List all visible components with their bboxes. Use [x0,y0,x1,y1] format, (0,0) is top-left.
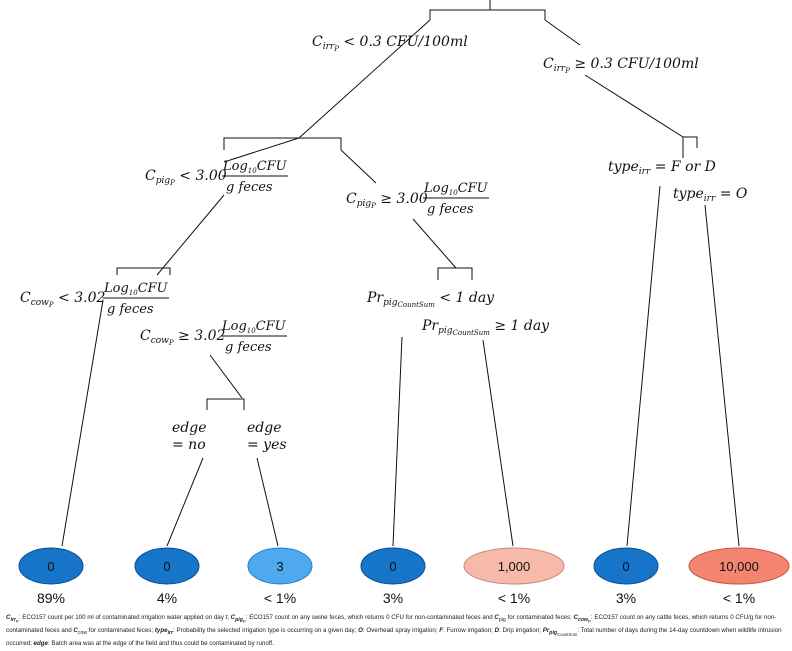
edge-edge-no-to-leaf [166,457,204,547]
edge-pr-ge-to-leaf [482,339,514,547]
svg-text:3: 3 [276,559,283,574]
edge-root-to-right [544,19,581,46]
leaf-node: 3 < 1% [247,547,313,606]
split-irr-lt: CirrP < 0.3 CFU/100ml [312,34,468,53]
split-type-o: typeirr = O [673,186,748,204]
split-cow-lt: CcowP < 3.02 Log10CFU g feces [20,281,169,317]
split-edge-no: edge = no [172,420,207,453]
edge-pr-lt-to-leaf [392,336,403,547]
svg-text:0: 0 [389,559,396,574]
decision-tree: CirrP < 0.3 CFU/100ml CirrP ≥ 0.3 CFU/10… [18,0,790,606]
svg-text:g feces: g feces [107,302,154,317]
split-pig-lt: CpigP < 3.00 Log10CFU g feces [145,159,288,195]
leaf-node: 0 3% [360,547,426,606]
svg-text:Log10CFU: Log10CFU [221,319,287,335]
split-cow-ge: CcowP ≥ 3.02 Log10CFU g feces [140,319,287,355]
leaf-node: 0 3% [593,547,659,606]
svg-text:Log10CFU: Log10CFU [222,159,288,175]
svg-text:edge: edge [172,420,207,436]
svg-text:CcowP ≥ 3.02: CcowP ≥ 3.02 [140,328,226,347]
svg-text:3%: 3% [616,590,636,606]
edge-pr-bracket [437,267,473,280]
leaf-node: 0 4% [134,547,200,606]
split-edge-yes: edge = yes [247,420,287,453]
split-pig-ge: CpigP ≥ 3.00 Log10CFU g feces [346,181,489,217]
edge-type-fd-to-leaf [626,185,661,547]
leaf-node: 0 89% [18,547,84,606]
edge-left-to-pig-ge [340,149,377,184]
svg-text:1,000: 1,000 [498,559,531,574]
split-irr-ge: CirrP ≥ 0.3 CFU/100ml [543,56,699,75]
svg-text:Log10CFU: Log10CFU [423,181,489,197]
edge-edge-bracket [206,398,245,410]
edge-right-to-type [584,74,684,138]
figure-caption: CirrP: ECO157 count per 100 ml of contam… [6,614,782,647]
svg-text:= yes: = yes [247,437,287,453]
svg-text:< 1%: < 1% [723,590,755,606]
svg-text:= no: = no [172,437,206,453]
svg-text:0: 0 [163,559,170,574]
edge-type-o-to-leaf [704,204,740,547]
svg-text:4%: 4% [157,590,177,606]
edge-type-bracket [682,136,698,148]
edge-root-to-left [298,19,431,139]
tree-edges [61,0,740,547]
edge-pig-ge-to-pr [412,218,457,269]
leaf-node: 1,000 < 1% [463,547,565,606]
svg-text:3%: 3% [383,590,403,606]
svg-text:edge: edge [247,420,282,436]
svg-text:0: 0 [47,559,54,574]
split-pr-lt: PrpigCountSum < 1 day [366,290,495,309]
svg-text:< 1%: < 1% [498,590,530,606]
edge-cow-bracket [116,267,171,275]
svg-text:CcowP < 3.02: CcowP < 3.02 [20,290,106,309]
leaf-node: 10,000 < 1% [688,547,790,606]
edge-cow-ge-to-edge [209,354,243,399]
svg-text:CpigP ≥ 3.00: CpigP ≥ 3.00 [346,191,428,210]
edge-left-bracket [223,137,342,150]
edge-cow-lt-to-leaf [61,299,104,547]
svg-text:89%: 89% [37,590,65,606]
leaf-nodes: 0 89% 0 4% 3 < 1% 0 3% 1,000 < 1% 0 3% [18,547,790,606]
edge-left-to-pig-lt [223,137,300,163]
svg-text:Log10CFU: Log10CFU [103,281,169,297]
split-pr-ge: PrpigCountSum ≥ 1 day [421,318,550,337]
edge-edge-yes-to-leaf [256,457,279,547]
svg-text:0: 0 [622,559,629,574]
svg-text:g feces: g feces [427,202,474,217]
edge-root-bracket [429,9,546,20]
svg-text:10,000: 10,000 [719,559,759,574]
edge-pig-lt-to-cow [156,194,225,276]
split-type-fd: typeirr = F or D [608,159,716,177]
svg-text:g feces: g feces [226,180,273,195]
svg-text:CpigP < 3.00: CpigP < 3.00 [145,168,227,187]
svg-text:< 1%: < 1% [264,590,296,606]
svg-text:g feces: g feces [225,340,272,355]
